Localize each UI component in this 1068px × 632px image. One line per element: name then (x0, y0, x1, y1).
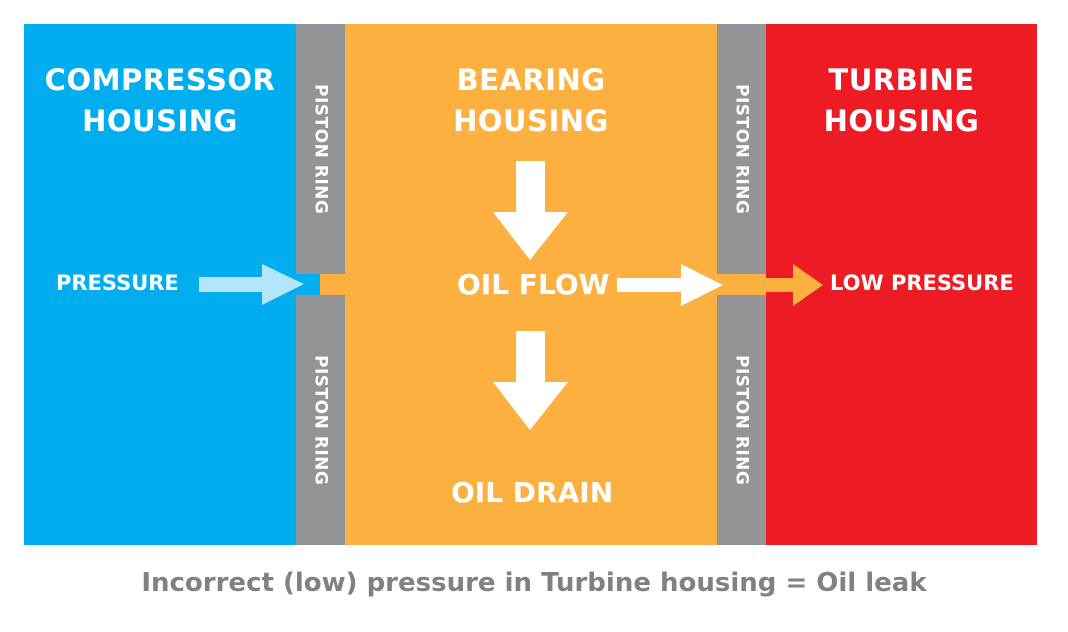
compressor-title-line1: COMPRESSOR (44, 63, 276, 97)
pressure-arrow-icon (199, 264, 304, 305)
low-pressure-label: LOW PRESSURE (830, 271, 1014, 295)
oil-flow-label: OIL FLOW (457, 268, 610, 301)
right-ring-gap-oil (717, 274, 766, 295)
left-ring-gap-pressure (296, 274, 320, 295)
left-top-piston-ring-label: PISTON RING (310, 83, 331, 215)
left-bottom-piston-ring (296, 295, 345, 545)
bearing-title-line1: BEARING (456, 63, 606, 97)
left-top-piston-ring (296, 24, 345, 274)
right-bottom-piston-ring-label: PISTON RING (731, 354, 752, 486)
turbine-title-line2: HOUSING (823, 104, 980, 138)
oil-drain-label: OIL DRAIN (451, 476, 614, 509)
bearing-title-line2: HOUSING (453, 104, 609, 138)
left-bottom-piston-ring-label: PISTON RING (310, 354, 331, 486)
oil-drain-down-arrow-icon (493, 331, 568, 430)
right-bottom-piston-ring (717, 295, 766, 545)
right-top-piston-ring (717, 24, 766, 274)
compressor-title-line2: HOUSING (82, 104, 238, 138)
compressor-housing-title: COMPRESSOR HOUSING (24, 60, 296, 142)
right-top-piston-ring-label: PISTON RING (731, 83, 752, 215)
bearing-housing-title: BEARING HOUSING (345, 60, 717, 142)
pressure-label: PRESSURE (56, 271, 179, 295)
oil-flow-right-arrow-icon (617, 264, 723, 306)
turbine-title-line1: TURBINE (828, 63, 975, 97)
left-ring-gap-oil (320, 274, 345, 295)
turbine-housing-title: TURBINE HOUSING (766, 60, 1037, 142)
oil-flow-down-arrow-icon (493, 161, 568, 260)
diagram-caption: Incorrect (low) pressure in Turbine hous… (141, 568, 927, 598)
low-pressure-arrow-icon (766, 264, 823, 306)
left-piston-ring-column: PISTON RING PISTON RING (296, 24, 345, 545)
right-piston-ring-column: PISTON RING PISTON RING (717, 24, 766, 545)
